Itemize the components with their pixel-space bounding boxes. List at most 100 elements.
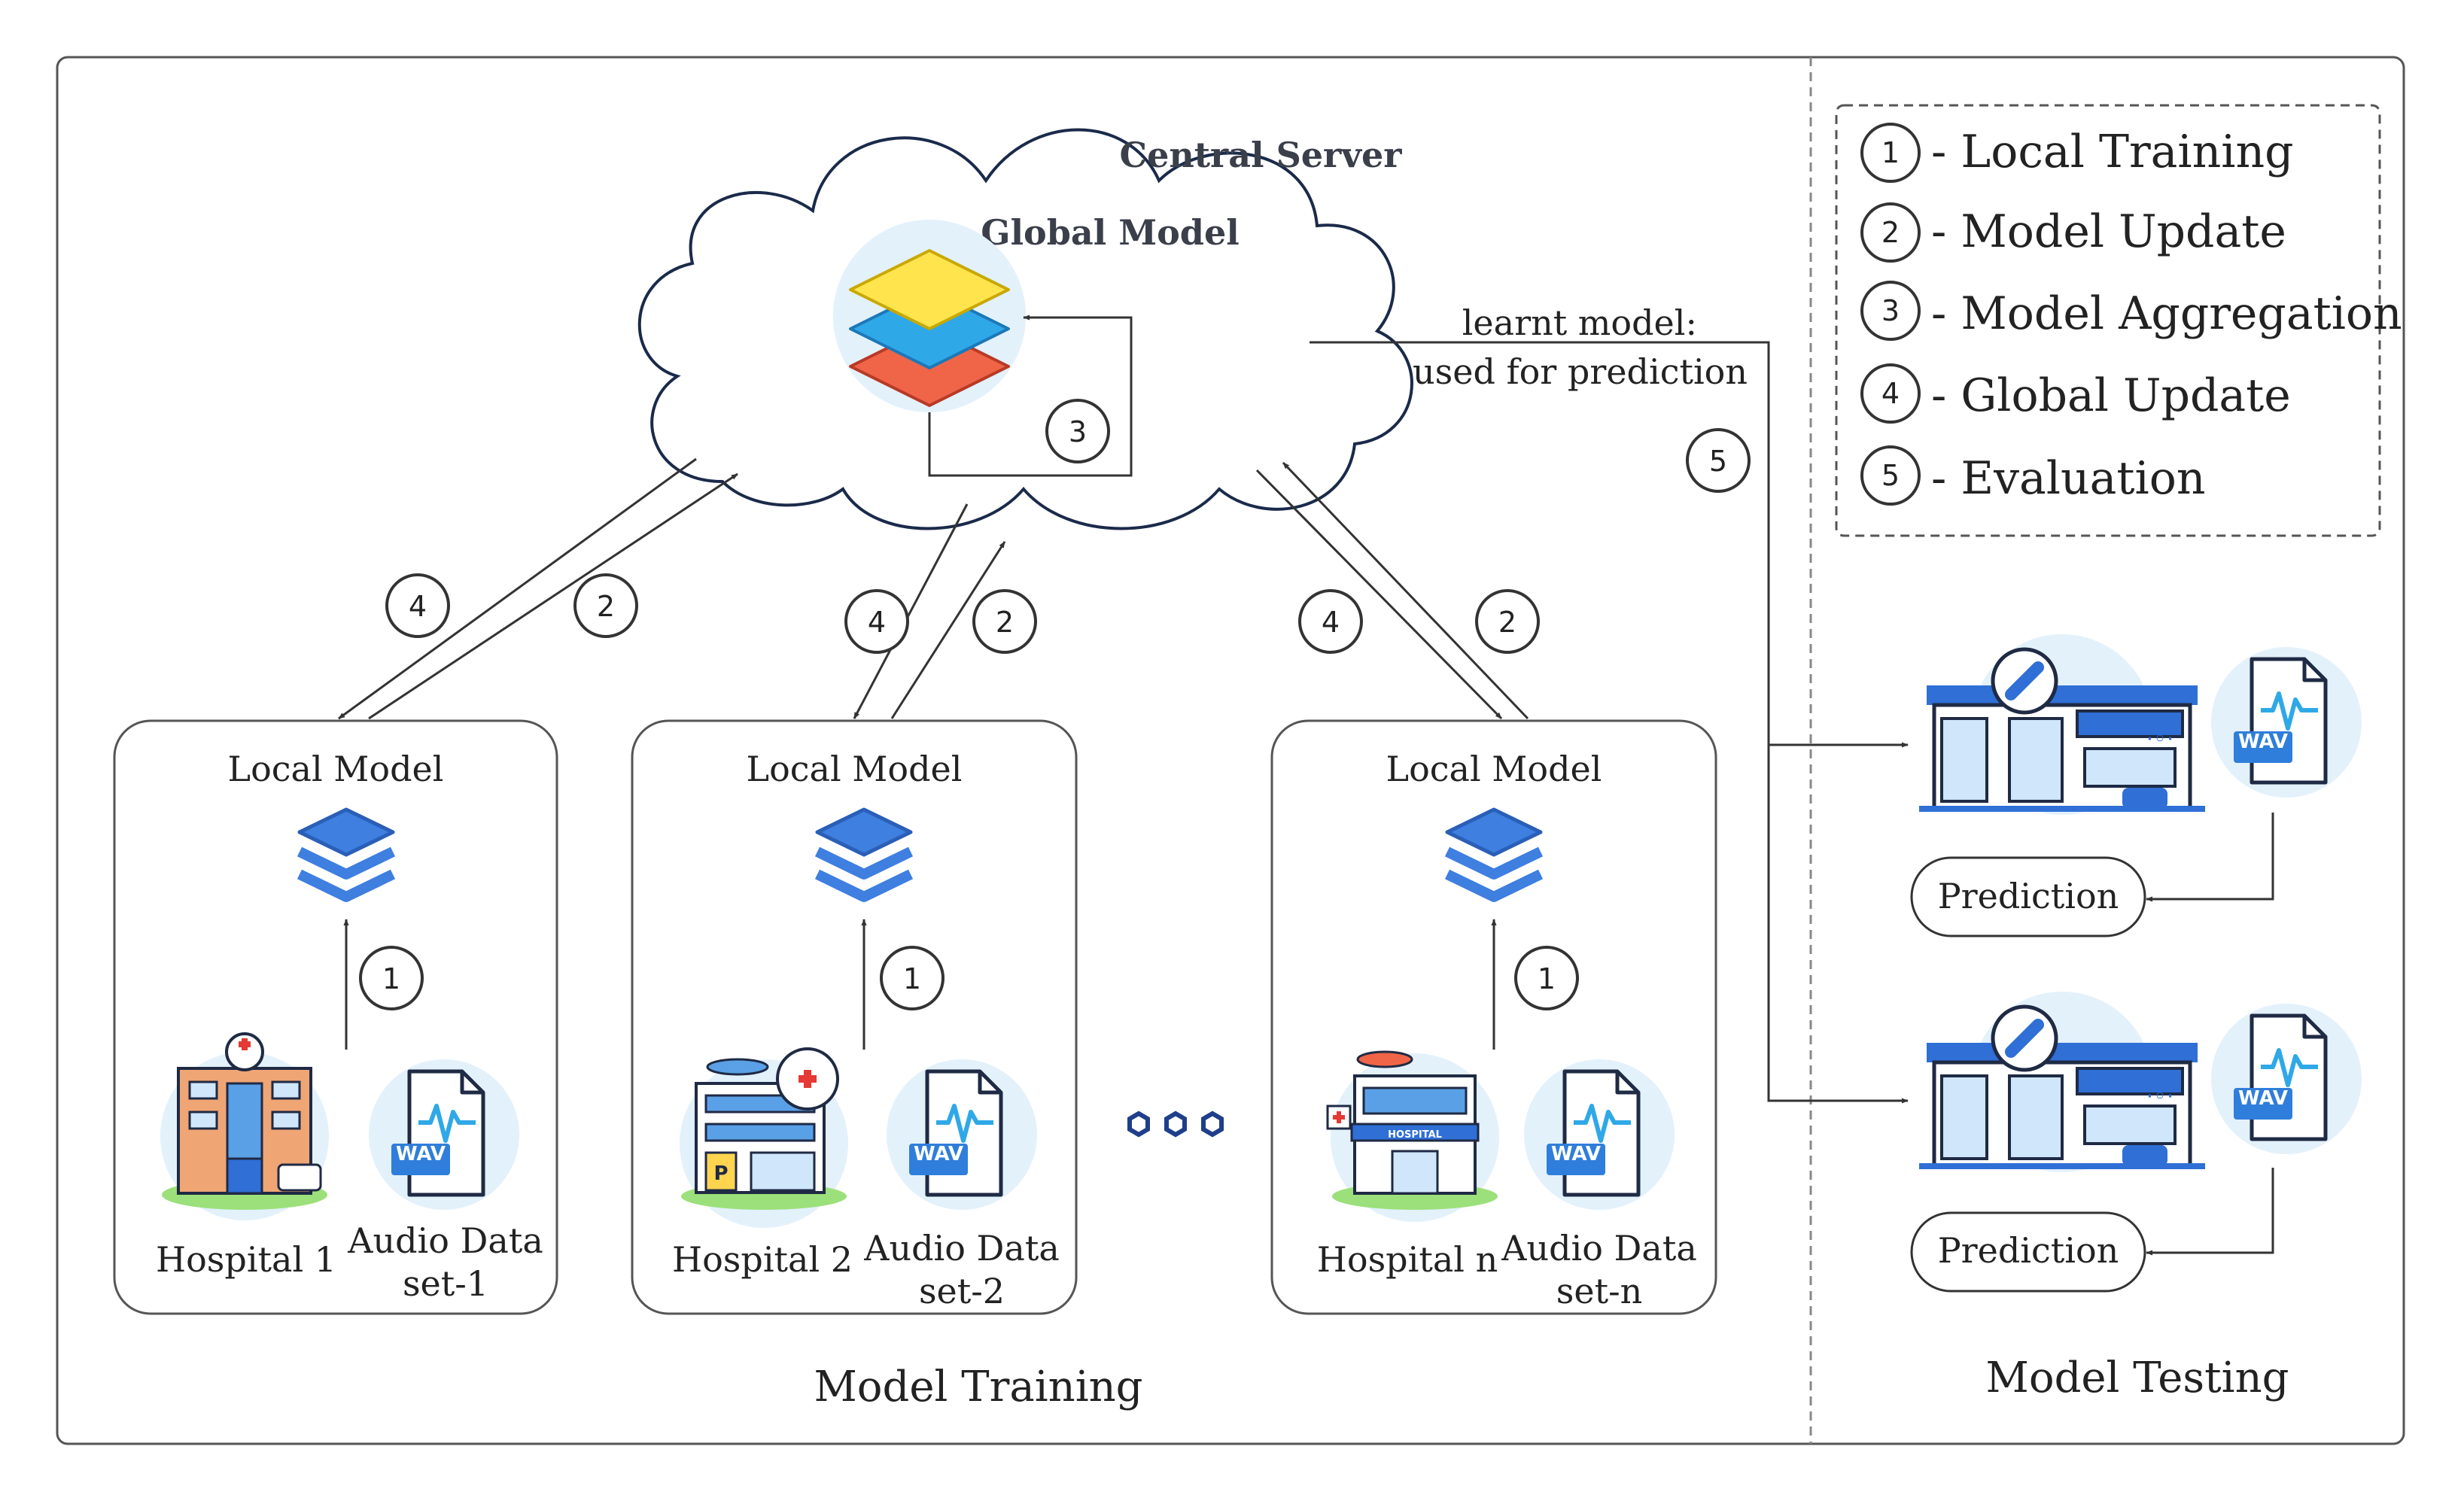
learnt-model-text-line1: learnt model: xyxy=(1462,302,1697,343)
step-1-num-hn: 1 xyxy=(1538,962,1556,995)
wav-label-hn: WAV xyxy=(1551,1143,1601,1165)
hospital-sign: HOSPITAL xyxy=(1388,1129,1442,1141)
legend-item-global-update: 4 - Global Update xyxy=(1860,363,2291,424)
hospital-2-building-icon: P xyxy=(680,1047,848,1228)
step-1-badge-hn xyxy=(1514,946,1579,1010)
hospital-1-box xyxy=(113,719,558,1315)
step-1-num-h1: 1 xyxy=(382,962,400,995)
local-model-label-1: Local Model xyxy=(228,749,444,789)
evaluation-connector-top xyxy=(1310,341,1909,748)
legend-item-local-training: 1 - Local Training xyxy=(1860,123,2294,183)
step-2-badge-h2 xyxy=(972,589,1037,654)
svg-text:1: 1 xyxy=(1881,136,1900,169)
global-update-arrow-h2 xyxy=(853,503,969,719)
hospital-2-name: Hospital 2 xyxy=(672,1239,853,1280)
step-3-aggregation-badge xyxy=(1045,399,1110,463)
global-model-layers-icon xyxy=(833,220,1026,412)
global-update-arrow-hn xyxy=(1255,469,1503,720)
hospital-n-building-icon: HOSPITAL xyxy=(1326,1050,1499,1222)
model-testing-title: Model Testing xyxy=(1986,1354,2289,1402)
step-1-num-h2: 1 xyxy=(903,962,921,995)
hospital-1-wav-icon xyxy=(369,1059,519,1210)
svg-text:5: 5 xyxy=(1881,459,1900,492)
hospital-1-name: Hospital 1 xyxy=(156,1239,336,1280)
model-training-title: Model Training xyxy=(814,1363,1142,1411)
local-model-stack-icon-n xyxy=(1447,810,1541,897)
hospital-2-dataset-line2: set-2 xyxy=(919,1271,1005,1311)
hospital-n-wav-icon xyxy=(1524,1059,1675,1210)
model-update-arrow-hn xyxy=(1282,461,1529,720)
local-model-stack-icon-1 xyxy=(300,810,393,897)
step-2-badge-hn xyxy=(1475,589,1540,654)
model-update-arrow-h2 xyxy=(890,541,1006,719)
local-model-label-2: Local Model xyxy=(747,749,963,789)
step-5-evaluation-badge xyxy=(1686,428,1751,493)
legend-item-model-aggregation: 3 - Model Aggregation xyxy=(1860,281,2402,341)
central-server-cloud xyxy=(637,128,1413,530)
pharmacy-link-dots-2: ·◦· xyxy=(2146,1083,2174,1110)
global-update-arrow-h1 xyxy=(338,457,697,720)
hospital-2-dataset-line1: Audio Data xyxy=(863,1228,1060,1269)
wav-label-h1: WAV xyxy=(396,1143,446,1165)
central-server-title: Central Server xyxy=(1119,135,1402,175)
step-1-badge-h2 xyxy=(880,946,945,1010)
hospital-n-box xyxy=(1270,719,1717,1315)
prediction-box-2 xyxy=(1910,1211,2146,1293)
svg-text:- Local Training: - Local Training xyxy=(1931,126,2294,178)
step-3-aggregation-num: 3 xyxy=(1069,415,1087,448)
wav-label-h2: WAV xyxy=(914,1143,963,1165)
outer-frame xyxy=(56,56,2405,1445)
hospital-1-dataset-line1: Audio Data xyxy=(347,1220,543,1261)
svg-text:2: 2 xyxy=(1881,216,1900,249)
evaluation-connector-bottom xyxy=(1767,745,1909,1104)
hospital-1-building-icon xyxy=(160,1032,329,1220)
aggregation-loop-arrow xyxy=(928,314,1133,477)
step-1-badge-h1 xyxy=(359,946,424,1010)
testing-wav-icon-1 xyxy=(2211,647,2362,798)
step-4-num-h2: 4 xyxy=(868,606,886,639)
more-hospitals-ellipsis xyxy=(1127,1111,1224,1138)
prediction-label-2: Prediction xyxy=(1938,1230,2119,1271)
global-model-label: Global Model xyxy=(981,212,1239,253)
svg-text:- Model Aggregation: - Model Aggregation xyxy=(1931,287,2402,340)
svg-text:- Evaluation: - Evaluation xyxy=(1931,452,2205,505)
testing-wav-label-2: WAV xyxy=(2238,1087,2288,1110)
hospital-2-wav-icon xyxy=(887,1059,1037,1210)
step-4-badge-h2 xyxy=(844,589,909,654)
local-model-label-n: Local Model xyxy=(1386,749,1602,789)
legend-box xyxy=(1835,104,2381,537)
prediction-arrow-1 xyxy=(2146,813,2274,902)
svg-text:4: 4 xyxy=(1881,377,1900,410)
hospital-n-dataset-line1: Audio Data xyxy=(1501,1228,1697,1269)
svg-text:- Model Update: - Model Update xyxy=(1931,205,2286,258)
step-4-num-h1: 4 xyxy=(409,590,427,623)
hospital-2-box xyxy=(631,719,1078,1315)
pharmacy-store-icon-1 xyxy=(1919,634,2205,815)
step-2-num-h2: 2 xyxy=(996,606,1014,639)
step-4-badge-h1 xyxy=(385,573,450,638)
step-2-num-h1: 2 xyxy=(597,590,615,623)
local-model-stack-icon-2 xyxy=(817,810,911,897)
prediction-box-1 xyxy=(1910,856,2146,937)
pharmacy-link-dots-1: ·◦· xyxy=(2146,726,2174,752)
step-4-num-hn: 4 xyxy=(1322,606,1340,639)
model-update-arrow-h1 xyxy=(368,472,738,720)
step-2-num-hn: 2 xyxy=(1498,606,1516,639)
testing-wav-icon-2 xyxy=(2211,1004,2362,1154)
svg-text:- Global Update: - Global Update xyxy=(1931,369,2291,422)
step-5-evaluation-num: 5 xyxy=(1709,445,1727,478)
prediction-label-1: Prediction xyxy=(1938,876,2119,916)
hospital-n-name: Hospital n xyxy=(1317,1239,1498,1280)
parking-sign: P xyxy=(713,1162,728,1185)
legend-item-model-update: 2 - Model Update xyxy=(1860,202,2286,263)
pharmacy-store-icon-2 xyxy=(1919,992,2205,1172)
prediction-arrow-2 xyxy=(2146,1168,2274,1256)
step-2-badge-h1 xyxy=(573,573,638,638)
hospital-n-dataset-line2: set-n xyxy=(1556,1271,1642,1311)
hospital-1-dataset-line2: set-1 xyxy=(403,1263,488,1304)
testing-wav-label-1: WAV xyxy=(2238,731,2288,753)
step-4-badge-hn xyxy=(1298,589,1363,654)
learnt-model-text-line2: used for prediction xyxy=(1413,351,1748,392)
svg-text:3: 3 xyxy=(1881,294,1900,327)
